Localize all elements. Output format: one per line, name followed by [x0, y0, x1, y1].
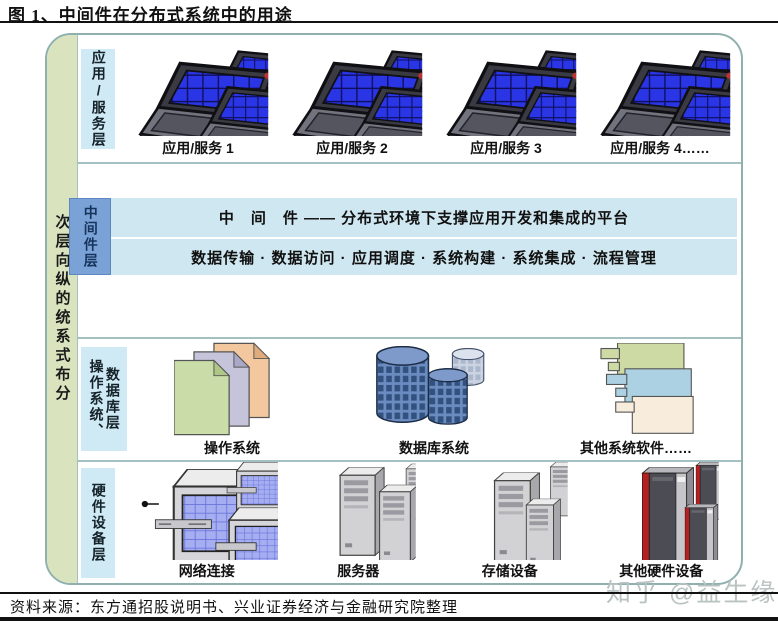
watermark: 知乎 @益生缘	[606, 579, 778, 607]
middleware-layer-row: 中间件层 中 间 件 —— 分布式环境下支撑应用开发和集成的平台 数据传输 · …	[69, 162, 741, 339]
vertical-axis-strip: 次层向纵的统系式布分	[47, 35, 78, 583]
app-service-layer-row: 应用/服务层 应用/服务 1 应用/服务 2 应用/服务 3 应用/服务 4…	[77, 35, 741, 164]
hardware-items: 网络连接 服务器 存储设备 其他硬件设备	[131, 462, 737, 581]
other-software-item: 其他系统软件……	[535, 339, 737, 458]
middleware-headline: 中 间 件 —— 分布式环境下支撑应用开发和集成的平台	[218, 210, 630, 227]
database-item: 数据库系统	[333, 339, 535, 458]
middleware-functions: 数据传输 · 数据访问 · 应用调度 · 系统构建 · 系统集成 · 流程管理	[191, 249, 657, 267]
storage-item: 存储设备	[434, 462, 586, 581]
middleware-functions-band: 数据传输 · 数据访问 · 应用调度 · 系统构建 · 系统集成 · 流程管理	[111, 239, 737, 275]
os-db-label-left: 操作系统、	[88, 359, 105, 439]
os-item-label: 操作系统	[204, 440, 260, 456]
network-item: 网络连接	[131, 462, 283, 581]
laptop-cluster-icon	[281, 50, 423, 136]
app-layer-chip: 应用/服务层	[81, 49, 115, 149]
storage-towers-icon	[451, 462, 569, 560]
app-group-label: 应用/服务 4……	[610, 140, 710, 156]
app-group-label: 应用/服务 2	[316, 140, 388, 156]
other-hardware-item: 其他硬件设备	[586, 462, 738, 581]
os-db-layer-chip: 操作系统、 数据库层	[81, 347, 127, 451]
os-db-layer-row: 操作系统、 数据库层 操作系统 数据库系统 其他系统软件……	[77, 337, 741, 462]
app-group-2: 应用/服务 2	[275, 39, 429, 158]
middleware-headline-band: 中 间 件 —— 分布式环境下支撑应用开发和集成的平台	[111, 198, 737, 237]
figure-title: 图 1、中间件在分布式系统中的用途	[8, 6, 293, 25]
app-groups: 应用/服务 1 应用/服务 2 应用/服务 3 应用/服务 4……	[121, 39, 737, 158]
app-group-1: 应用/服务 1	[121, 39, 275, 158]
source-divider-line	[0, 592, 778, 594]
distributed-system-diagram: 次层向纵的统系式布分 应用/服务层 应用/服务 1 应用/服务 2 应用/服务 …	[45, 33, 743, 585]
source-note: 资料来源：东方通招股说明书、兴业证券经济与金融研究院整理	[10, 600, 459, 616]
app-group-3: 应用/服务 3	[429, 39, 583, 158]
middleware-layer-label: 中间件层	[82, 204, 99, 269]
laptop-cluster-icon	[127, 50, 269, 136]
software-blocks-icon	[575, 343, 697, 437]
laptop-cluster-icon	[435, 50, 577, 136]
other-hardware-item-label: 其他硬件设备	[619, 563, 704, 579]
server-item: 服务器	[283, 462, 435, 581]
laptop-cluster-icon	[589, 50, 731, 136]
server-towers-icon	[299, 462, 417, 560]
network-item-label: 网络连接	[178, 563, 235, 579]
side-axis-label: 次层向纵的统系式布分	[53, 214, 71, 404]
os-db-items: 操作系统 数据库系统 其他系统软件……	[131, 339, 737, 458]
os-db-label-right: 数据库层	[104, 367, 121, 431]
app-group-label: 应用/服务 1	[162, 140, 234, 156]
storage-item-label: 存储设备	[481, 563, 538, 579]
app-group-4: 应用/服务 4……	[583, 39, 737, 158]
network-computers-icon	[133, 462, 281, 560]
hardware-layer-row: 硬件设备层 网络连接 服务器 存储设备 其他硬件设备	[77, 460, 741, 583]
middleware-layer-chip: 中间件层	[69, 198, 111, 275]
hardware-layer-chip: 硬件设备层	[81, 468, 115, 578]
app-group-label: 应用/服务 3	[470, 140, 542, 156]
database-cylinders-icon	[373, 343, 495, 437]
mainframe-towers-icon	[602, 462, 720, 560]
hardware-layer-label: 硬件设备层	[90, 483, 107, 563]
other-software-item-label: 其他系统软件……	[580, 440, 692, 456]
documents-icon	[174, 341, 290, 437]
bottom-rule	[0, 617, 778, 621]
app-layer-label: 应用/服务层	[90, 50, 107, 148]
server-item-label: 服务器	[337, 563, 380, 579]
os-item: 操作系统	[131, 339, 333, 458]
title-underline	[0, 21, 778, 23]
database-item-label: 数据库系统	[399, 440, 469, 456]
